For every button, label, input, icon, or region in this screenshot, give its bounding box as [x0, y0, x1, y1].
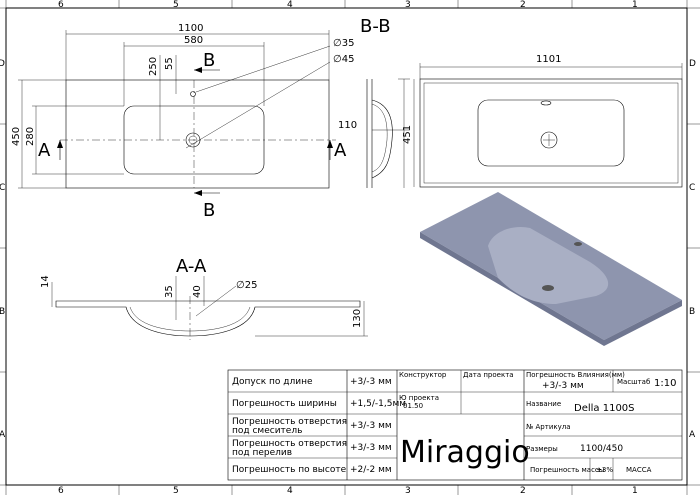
brand-logo-text: Miraggio	[400, 435, 530, 470]
scale-value: 1:10	[654, 378, 676, 389]
grid-top-1: 1	[632, 0, 638, 10]
drain-hole	[185, 132, 201, 148]
mass-label: МАССА	[626, 466, 652, 474]
dim-14: 14	[40, 275, 51, 288]
dim-451: 451	[402, 125, 413, 144]
grid-bottom-3: 3	[405, 486, 411, 495]
grid-bottom-6: 6	[58, 486, 64, 495]
grid-top-2: 2	[520, 0, 526, 10]
scale-label: Масштаб	[617, 378, 650, 386]
tolerance-value-0: +3/-3 мм	[350, 377, 392, 387]
dia-45: ∅45	[333, 54, 354, 65]
grid-top-5: 5	[173, 0, 179, 10]
plan-view-outline	[419, 78, 683, 188]
tolerance-label-1: Погрешность ширины	[232, 399, 337, 409]
tolerance-value-3: +3/-3 мм	[350, 443, 392, 453]
section-bb: B-B 110	[338, 16, 410, 188]
dia-35: ∅35	[333, 38, 354, 49]
dim-130: 130	[352, 309, 363, 328]
grid-top-4: 4	[287, 0, 293, 10]
project-date-label: Дата проекта	[463, 371, 514, 379]
title-block-rows: Допуск по длине +3/-3 мм Погрешность ширин…	[232, 377, 406, 475]
grid-left-c: C	[0, 183, 5, 193]
tap-hole	[190, 91, 196, 97]
dim-450: 450	[11, 127, 22, 146]
section-a-right: A	[334, 140, 347, 161]
dia-25: ∅25	[236, 280, 257, 291]
dim-40: 40	[192, 285, 203, 298]
plan-view-right: 1101 451	[402, 54, 683, 188]
grid-left-d: D	[0, 59, 5, 69]
section-aa-profile	[55, 300, 361, 337]
grid-right-a: A	[689, 430, 696, 440]
dim-580: 580	[184, 35, 203, 46]
flatness-label: Погрешность Влияния(мм)	[526, 371, 625, 379]
dim-55: 55	[164, 57, 175, 70]
constructor-label: Конструктор	[399, 371, 447, 379]
dim-110: 110	[338, 120, 357, 131]
section-bb-profile	[371, 99, 393, 179]
size-label: Размеры	[526, 445, 558, 453]
grid-right-d: D	[689, 59, 696, 69]
grid-top-6: 6	[58, 0, 64, 10]
tolerance-value-4: +2/-2 мм	[350, 465, 392, 475]
tolerance-label-3-line-0: Погрешность отверстия	[232, 439, 347, 449]
grid-left-a: A	[0, 430, 6, 440]
tolerance-label-0: Допуск по длине	[232, 377, 313, 387]
render-3d	[420, 192, 682, 346]
mass-tol-label: Погрешность массы	[530, 466, 604, 474]
tolerance-label-2-line-1: под смеситель	[232, 426, 302, 436]
tolerance-value-1: +1,5/-1,5мм	[350, 399, 406, 409]
title-block-text: Конструктор Дата проекта Ю проекта 01.50…	[399, 371, 676, 474]
section-a-left: A	[38, 140, 51, 161]
tolerance-label-3-line-1: под перелив	[232, 448, 292, 458]
section-aa: A-A 14 35 40 ∅25 130	[40, 256, 368, 340]
name-label: Название	[526, 400, 561, 408]
grid-right-c: C	[689, 183, 695, 193]
grid-top-3: 3	[405, 0, 411, 10]
grid-bottom-1: 1	[632, 486, 638, 495]
tolerance-label-2-line-0: Погрешность отверстия	[232, 417, 347, 427]
grid-right-b: B	[689, 307, 695, 317]
size-value: 1100/450	[580, 444, 623, 454]
name-value: Della 1100S	[574, 403, 635, 414]
tolerance-label-4: Погрешность по высоте	[232, 465, 347, 475]
section-aa-title: A-A	[176, 256, 207, 277]
section-bb-title: B-B	[360, 16, 391, 37]
tolerance-value-2: +3/-3 мм	[350, 421, 392, 431]
article-label: № Артикула	[526, 423, 571, 431]
dim-1101: 1101	[536, 54, 561, 65]
project-id-value: 01.50	[403, 402, 423, 410]
dim-250: 250	[148, 57, 159, 76]
render-bowl	[488, 226, 609, 304]
flatness-value: +3/-3 мм	[542, 381, 584, 391]
render-side-edge	[604, 300, 682, 346]
section-b-bottom: B	[203, 200, 215, 221]
grid-bottom-4: 4	[287, 486, 293, 495]
grid-left-b: B	[0, 307, 5, 317]
project-id-label: Ю проекта	[399, 394, 439, 402]
title-block	[227, 369, 683, 481]
dim-280: 280	[25, 127, 36, 146]
dim-1100: 1100	[178, 23, 203, 34]
section-b-top: B	[203, 50, 215, 71]
top-view: 1100 580 250 55 450 280 ∅35 ∅45 B B	[11, 23, 354, 221]
plan-view-bowl	[477, 99, 625, 167]
top-view-outline	[65, 79, 330, 189]
dim-35-aa: 35	[164, 285, 175, 298]
grid-bottom-2: 2	[520, 486, 526, 495]
mass-tol-value: ±3%	[596, 466, 613, 474]
grid-bottom-5: 5	[173, 486, 179, 495]
